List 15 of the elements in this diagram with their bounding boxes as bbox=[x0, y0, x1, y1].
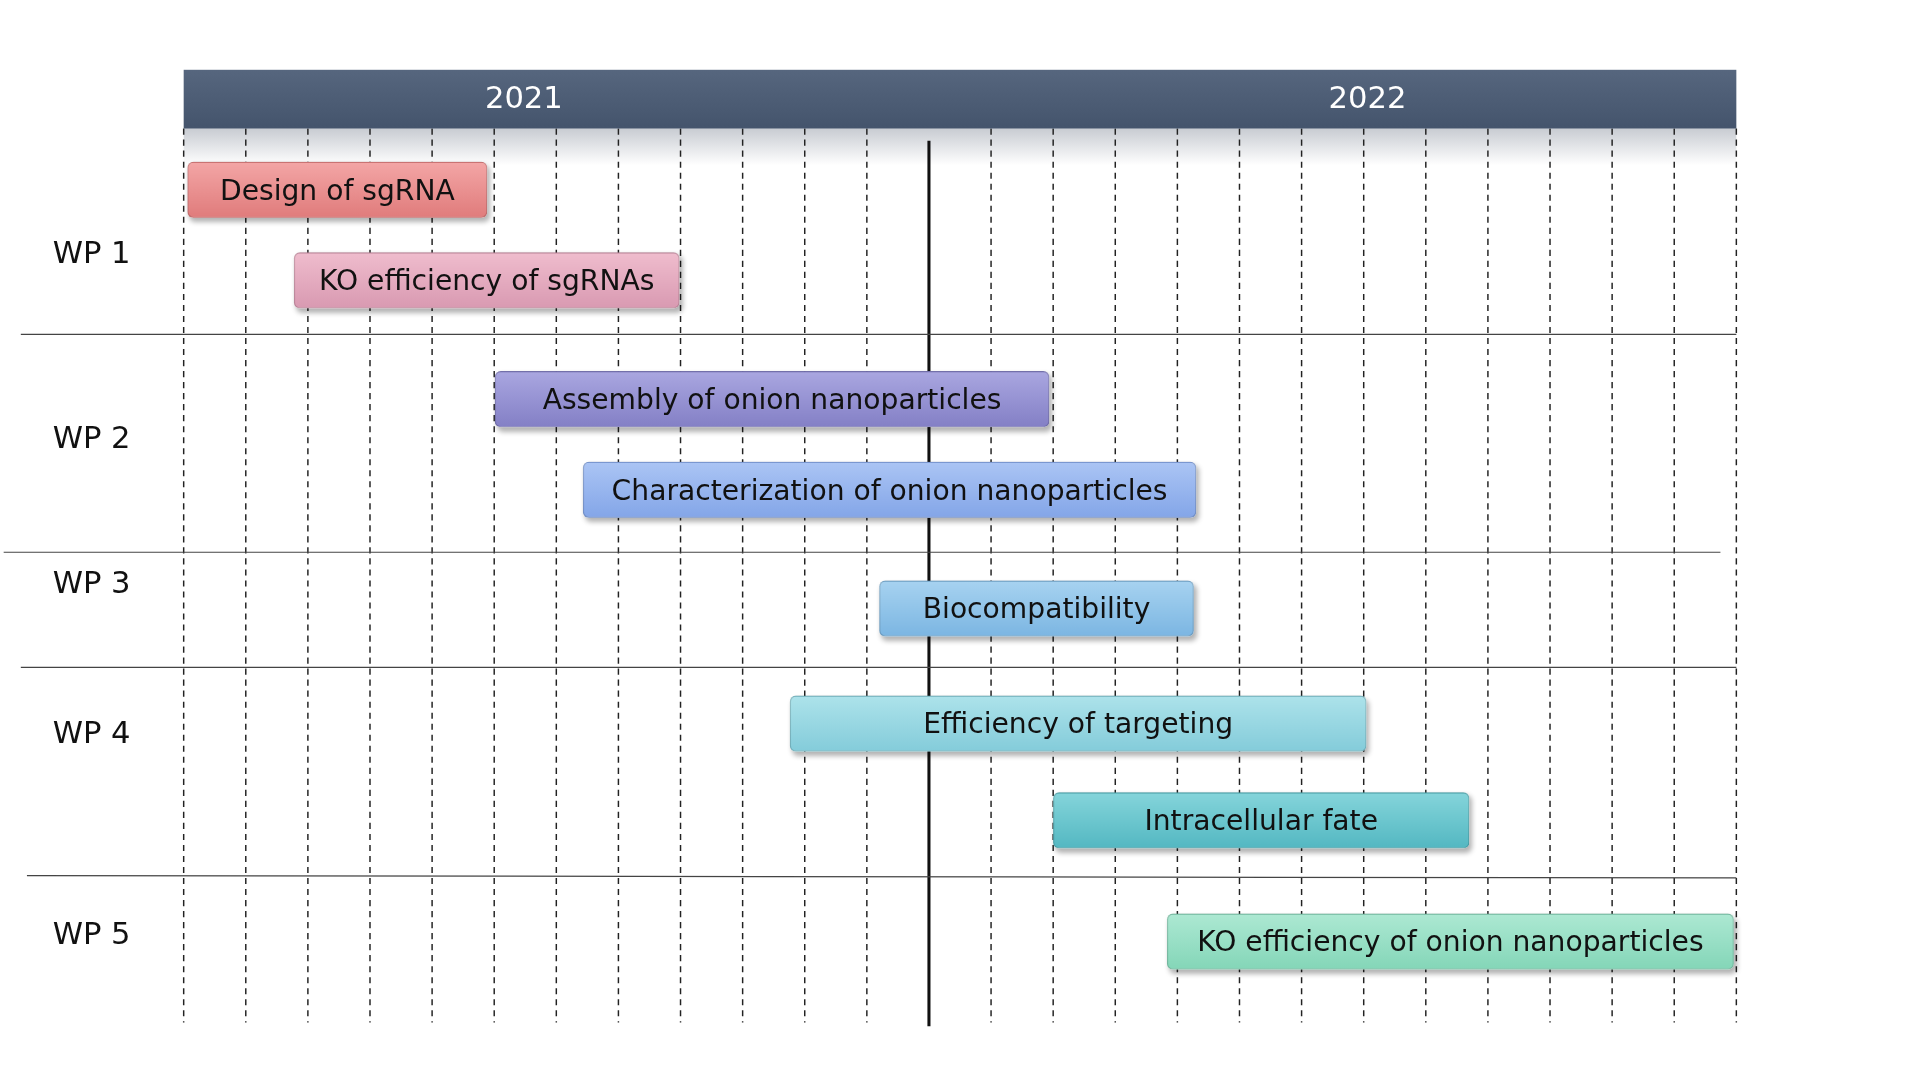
task-bar: Biocompatibility bbox=[879, 580, 1194, 637]
task-bar: Characterization of onion nanoparticles bbox=[582, 461, 1197, 518]
task-bar: Intracellular fate bbox=[1053, 792, 1470, 849]
work-package-label: WP 3 bbox=[52, 563, 131, 600]
work-package-label: WP 2 bbox=[52, 419, 131, 455]
work-package-label: WP 5 bbox=[52, 915, 131, 951]
year-label: 2021 bbox=[484, 79, 563, 116]
task-bar: Design of sgRNA bbox=[187, 161, 488, 218]
task-bar: Assembly of onion nanoparticles bbox=[494, 371, 1050, 428]
task-bar: Efficiency of targeting bbox=[789, 695, 1367, 752]
task-bar: KO efficiency of sgRNAs bbox=[293, 252, 680, 309]
work-package-label: WP 1 bbox=[52, 234, 131, 270]
year-label: 2022 bbox=[1328, 79, 1407, 116]
task-bar: KO efficiency of onion nanoparticles bbox=[1166, 913, 1734, 970]
work-package-label: WP 4 bbox=[52, 714, 131, 750]
